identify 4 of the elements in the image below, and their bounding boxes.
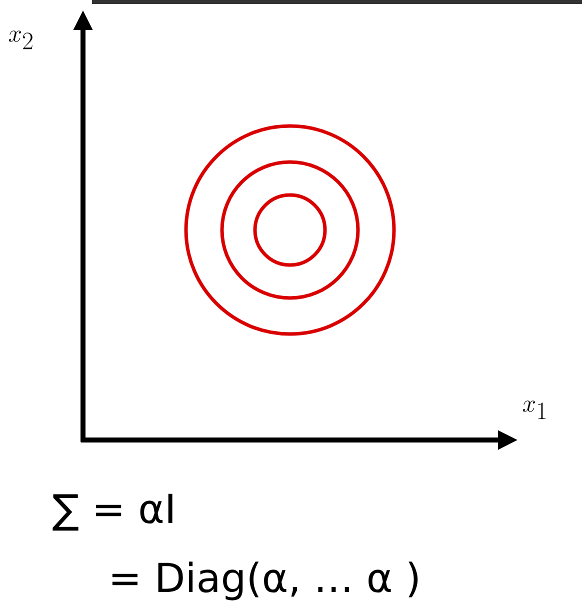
equation-text: ∑ = αI [52,494,172,531]
axis-label: $x_1$ [522,400,546,420]
equation-text: = Diag(α, … α ) [112,562,418,600]
axis-label: $x_2$ [8,30,32,50]
